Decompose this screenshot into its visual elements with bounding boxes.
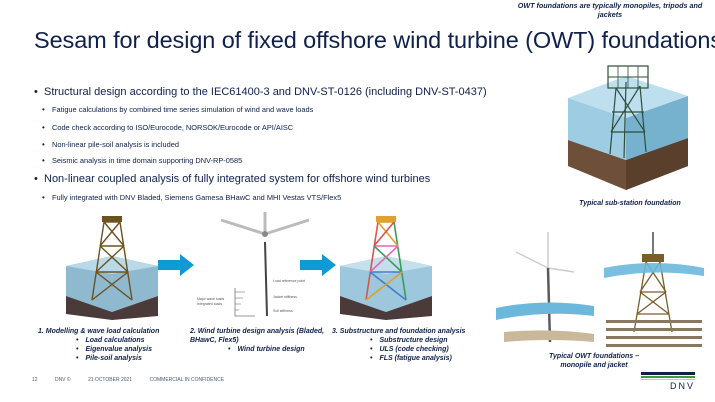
footer-page-number: 12	[32, 377, 38, 383]
step-item: FLS (fatigue analysis)	[332, 354, 472, 363]
bullet-coupled-analysis: • Non-linear coupled analysis of fully in…	[34, 173, 430, 185]
bullet-dot: •	[42, 105, 45, 114]
bullet-dot: •	[34, 173, 38, 185]
sub-bullet-text: Code check according to ISO/Eurocode, NO…	[52, 123, 294, 132]
bullet-dot: •	[42, 156, 45, 165]
footer: 12 DNV © 21 OCTOBER 2021 COMMERCIAL IN C…	[32, 377, 240, 383]
footer-classification: COMMERCIAL IN CONFIDENCE	[149, 377, 225, 383]
logo-bar	[641, 372, 695, 375]
step-item: ULS (code checking)	[332, 345, 472, 354]
arrow-right-icon	[158, 254, 194, 276]
substation-caption: Typical sub-station foundation	[579, 200, 681, 207]
step-item: Pile-soil analysis	[38, 354, 159, 363]
diagram-label-integrated: Integrated loads	[197, 302, 222, 306]
diagram-label-soil-stiffness: Soil stiffness	[273, 309, 293, 313]
bullet-dot: •	[42, 140, 45, 149]
page-title: Sesam for design of fixed offshore wind …	[34, 27, 715, 53]
logo-text: DNV	[669, 381, 695, 391]
logo-bar	[641, 376, 695, 378]
step-title: 1. Modelling & wave load calculation	[38, 328, 160, 335]
sub-bullet: • Fully integrated with DNV Bladed, Sieme…	[42, 193, 341, 202]
step-1: 1. Modelling & wave load calculation Loa…	[38, 327, 159, 363]
sub-bullet-text: Non-linear pile-soil analysis is include…	[52, 140, 179, 149]
diagram-label-load-ref: Load reference point	[273, 279, 305, 283]
diagram-label-major-wave: Major wave loads	[197, 297, 224, 301]
step-3: 3. Substructure and foundation analysis …	[332, 327, 472, 363]
diagram-label-jacket-stiffness: Jacket stiffness	[273, 295, 297, 299]
bullet-text: Non-linear coupled analysis of fully int…	[44, 173, 431, 185]
bullet-dot: •	[42, 123, 45, 132]
sub-bullet: • Non-linear pile-soil analysis is includ…	[42, 140, 179, 149]
jacket-model-image	[66, 216, 158, 320]
sub-bullet: • Seismic analysis in time domain support…	[42, 156, 242, 165]
owt-foundations-image	[496, 232, 704, 347]
arrow-right-icon	[300, 254, 336, 276]
sub-bullet-text: Seismic analysis in time domain supporti…	[52, 156, 243, 165]
sub-bullet: • Fatigue calculations by combined time s…	[42, 105, 313, 114]
sub-bullet-text: Fully integrated with DNV Bladed, Siemen…	[52, 193, 342, 202]
bullet-structural-design: • Structural design according to the IEC6…	[34, 86, 487, 98]
dnv-logo: DNV	[641, 372, 695, 392]
owt-caption: Typical OWT foundations – monopile and j…	[549, 353, 639, 369]
footer-date: 21 OCTOBER 2021	[87, 377, 133, 383]
wind-turbine-diagram: Load reference point Major wave loads In…	[197, 212, 310, 317]
footer-brand: DNV ©	[54, 377, 71, 383]
step-2: 2. Wind turbine design analysis (Bladed,…	[190, 327, 350, 354]
step-item: Substructure design	[332, 336, 472, 345]
substation-foundation-image	[568, 65, 688, 190]
step-item: Load calculations	[38, 336, 159, 345]
substructure-model-image	[340, 216, 432, 320]
bullet-dot: •	[42, 193, 45, 202]
step-title: 3. Substructure and foundation analysis	[332, 328, 466, 335]
step-item: Wind turbine design	[190, 345, 350, 354]
sub-bullet-text: Fatigue calculations by combined time se…	[52, 105, 314, 114]
logo-bar	[641, 379, 695, 380]
bullet-text: Structural design according to the IEC61…	[44, 86, 487, 98]
step-item: Eigenvalue analysis	[38, 345, 159, 354]
bullet-dot: •	[34, 86, 38, 98]
sub-bullet: • Code check according to ISO/Eurocode, N…	[42, 123, 293, 132]
step-title: 2. Wind turbine design analysis (Bladed,…	[190, 328, 325, 344]
top-note: OWT foundations are typically monopiles,…	[517, 1, 703, 19]
